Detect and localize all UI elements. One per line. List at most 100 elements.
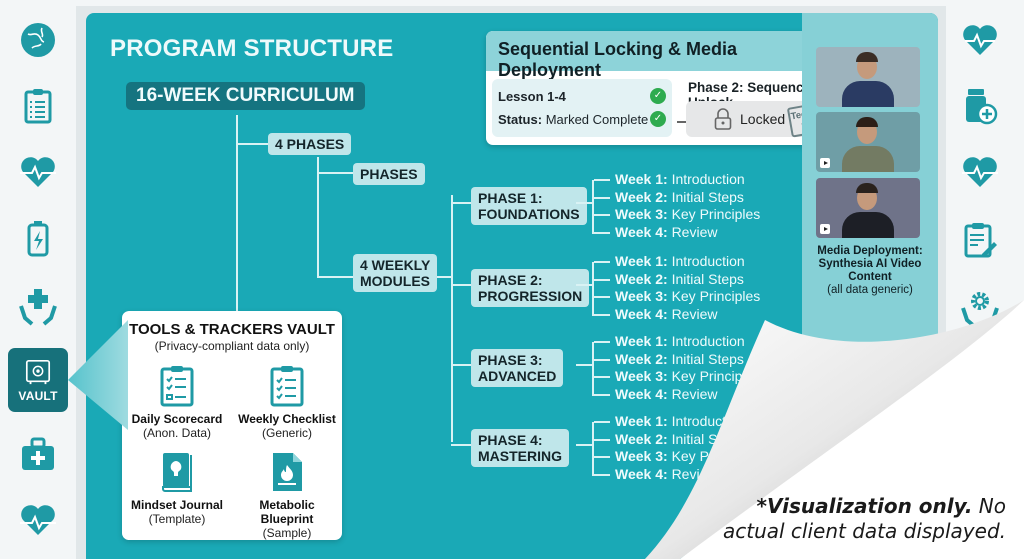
heart-pulse-icon[interactable]: [18, 152, 58, 192]
week-item[interactable]: Week 2: Initial Steps: [615, 350, 744, 367]
week-item[interactable]: Week 4: Review: [615, 465, 718, 482]
media-deployment-column: Media Deployment: Synthesia AI Video Con…: [802, 13, 938, 343]
week-item[interactable]: Week 1: Introduction: [615, 413, 745, 429]
tree-line: [594, 278, 610, 281]
tree-line: [317, 157, 319, 277]
tree-line: [594, 179, 610, 181]
scorecard-clipboard-icon: [160, 366, 194, 407]
tree-line: [594, 296, 610, 298]
week-item[interactable]: Week 2: Initial Steps: [615, 430, 744, 447]
status-row: Status: Marked Complete: [498, 112, 649, 127]
vault-title: TOOLS & TRACKERS VAULT: [129, 321, 335, 338]
heart-pulse-icon[interactable]: [960, 20, 1000, 60]
check-circle-icon: ✓: [650, 88, 666, 104]
tree-line: [594, 421, 610, 423]
tree-line: [236, 115, 238, 313]
tree-line: [451, 202, 471, 204]
disclaimer-note: *Visualization only. No actual client da…: [722, 494, 1006, 543]
clipboard-checklist-icon[interactable]: [18, 86, 58, 126]
play-icon[interactable]: [820, 158, 830, 168]
phases-node: PHASES: [353, 163, 425, 185]
curriculum-root-node: 16-WEEK CURRICULUM: [126, 82, 365, 110]
clipboard-pen-icon[interactable]: [960, 220, 1000, 260]
phase-4-node[interactable]: PHASE 4:MASTERING: [471, 429, 569, 467]
safe-icon: [25, 359, 51, 384]
week-item[interactable]: Week 3: Key Principles: [615, 368, 761, 384]
flame-document-icon: [273, 453, 302, 491]
program-structure-panel: PROGRAM STRUCTURE 16-WEEK CURRICULUM 4 P…: [86, 13, 938, 559]
media-caption: Media Deployment: Synthesia AI Video Con…: [817, 245, 923, 296]
phase-1-node[interactable]: PHASE 1:FOUNDATIONS: [471, 187, 587, 225]
locked-label: Locked: [740, 111, 786, 127]
week-item[interactable]: Week 1: Introduction: [615, 253, 745, 269]
tree-line: [594, 261, 610, 263]
week-item[interactable]: Week 3: Key Principles: [615, 206, 761, 222]
tool-metabolic-blueprint[interactable]: Metabolic Blueprint (Sample): [232, 451, 342, 540]
heart-pulse-icon[interactable]: [960, 152, 1000, 192]
lesson-status-box: Lesson 1-4 ✓ Status: Marked Complete ✓: [492, 79, 672, 137]
tree-line: [592, 422, 594, 476]
left-icon-rail: VAULT: [0, 0, 76, 559]
battery-bolt-icon[interactable]: [18, 218, 58, 258]
tree-line: [594, 214, 610, 216]
week-item[interactable]: Week 2: Initial Steps: [615, 270, 744, 287]
phases-count-node: 4 PHASES: [268, 133, 352, 155]
week-item[interactable]: Week 2: Initial Steps: [615, 188, 744, 205]
tree-line: [594, 376, 610, 378]
play-icon[interactable]: [820, 224, 830, 234]
tree-line: [576, 364, 592, 366]
vault-button[interactable]: VAULT: [8, 348, 68, 412]
card-title: Sequential Locking & Media Deployment: [486, 31, 854, 80]
sequential-locking-card: Sequential Locking & Media Deployment Le…: [486, 31, 854, 145]
week-item[interactable]: Week 1: Introduction: [615, 171, 745, 187]
lesson-label: Lesson 1-4: [498, 89, 566, 104]
weekly-modules-line1: 4 WEEKLY: [360, 257, 431, 273]
week-item[interactable]: Week 4: Review: [615, 305, 718, 322]
hands-gear-icon[interactable]: [960, 288, 1000, 328]
tree-line: [317, 172, 353, 174]
tree-line: [592, 262, 594, 316]
tree-line: [576, 284, 592, 286]
weekly-modules-node: 4 WEEKLY MODULES: [353, 254, 438, 292]
video-thumbnail[interactable]: [816, 112, 920, 172]
phase-3-node[interactable]: PHASE 3:ADVANCED: [471, 349, 564, 387]
tool-mindset-journal[interactable]: Mindset Journal (Template): [122, 451, 232, 526]
medical-kit-icon[interactable]: [18, 434, 58, 474]
tree-line: [592, 342, 594, 396]
lock-icon: [714, 108, 732, 130]
week-item[interactable]: Week 1: Introduction: [615, 333, 745, 349]
week-item[interactable]: Week 4: Review: [615, 223, 718, 240]
video-thumbnail[interactable]: [816, 47, 920, 107]
vault-label: VAULT: [18, 388, 58, 403]
tree-line: [594, 358, 610, 361]
tree-line: [317, 276, 353, 278]
tools-trackers-vault-card: TOOLS & TRACKERS VAULT (Privacy-complian…: [122, 311, 342, 540]
hands-cross-icon[interactable]: [18, 286, 58, 326]
tool-weekly-checklist[interactable]: Weekly Checklist (Generic): [232, 365, 342, 440]
tree-line: [594, 341, 610, 343]
tree-line: [451, 284, 471, 286]
page-title: PROGRAM STRUCTURE: [110, 35, 394, 62]
video-thumbnail[interactable]: [816, 178, 920, 238]
tree-line: [594, 231, 610, 234]
tree-line: [236, 143, 268, 145]
week-item[interactable]: Week 3: Key Principles: [615, 448, 761, 464]
brain-icon[interactable]: [18, 20, 58, 60]
pill-bottle-plus-icon[interactable]: [960, 86, 1000, 126]
check-circle-icon: ✓: [650, 111, 666, 127]
journal-book-icon: [162, 453, 192, 492]
right-icon-rail: [938, 0, 1024, 559]
tree-line: [576, 444, 592, 446]
tool-daily-scorecard[interactable]: Daily Scorecard (Anon. Data): [122, 365, 232, 440]
vault-pointer-arrow: [68, 320, 128, 430]
week-item[interactable]: Week 3: Key Principles: [615, 288, 761, 304]
week-item[interactable]: Week 4: Review: [615, 385, 718, 402]
phase-2-node[interactable]: PHASE 2:PROGRESSION: [471, 269, 590, 307]
tree-line: [594, 438, 610, 441]
tree-line: [451, 444, 471, 446]
heart-pulse-icon[interactable]: [18, 500, 58, 540]
